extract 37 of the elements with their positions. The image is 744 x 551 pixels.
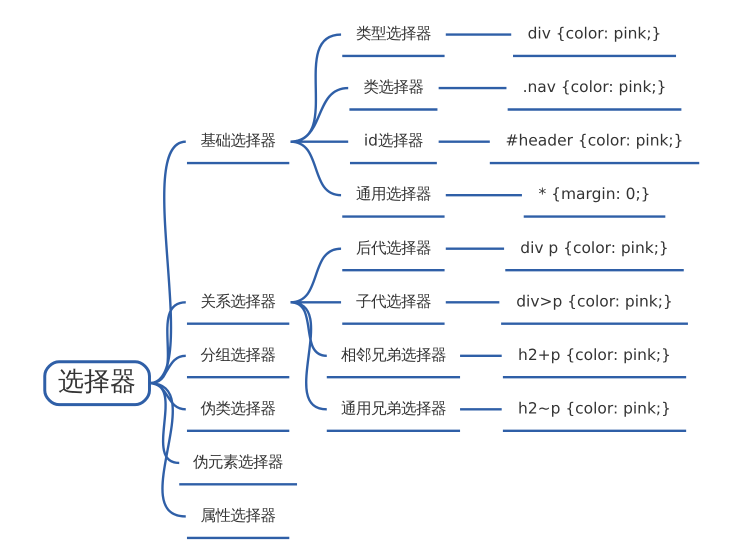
connector [438,86,506,90]
connector [446,33,512,36]
connector [290,301,328,411]
node-text: .nav {color: pink;} [522,78,666,96]
node-text: div>p {color: pink;} [516,292,673,310]
node-text: 伪元素选择器 [193,452,284,471]
node-text: 相邻兄弟选择器 [340,346,446,364]
node-text: 类型选择器 [356,24,431,43]
connector [446,248,504,250]
node-text: 类选择器 [363,78,424,96]
connector [438,140,490,143]
node-box: 选择器 [43,360,151,406]
connector [290,140,342,196]
node-text: 基础选择器 [200,132,276,150]
node-text: 通用兄弟选择器 [340,399,446,418]
node-text: 分组选择器 [200,346,276,364]
connector [446,194,522,196]
connector [460,408,502,411]
node-text: id选择器 [364,132,423,150]
node-text: #header {color: pink;} [506,132,684,150]
connector [149,140,186,384]
node-text: 属性选择器 [200,506,276,525]
node-text: h2+p {color: pink;} [518,346,671,364]
node-text: 子代选择器 [356,292,431,310]
node-text: h2~p {color: pink;} [518,399,671,418]
node-text: 伪类选择器 [200,399,276,418]
connector [446,301,500,304]
node-text: 后代选择器 [356,238,431,257]
node-text: 通用选择器 [356,185,431,204]
connector [460,354,502,358]
node-text: * {margin: 0;} [538,185,651,204]
connector [290,301,342,304]
node-text: 关系选择器 [200,292,276,310]
node-text: div p {color: pink;} [520,238,669,257]
connector [149,382,186,518]
node-text: div {color: pink;} [528,24,662,43]
connector [290,248,342,304]
